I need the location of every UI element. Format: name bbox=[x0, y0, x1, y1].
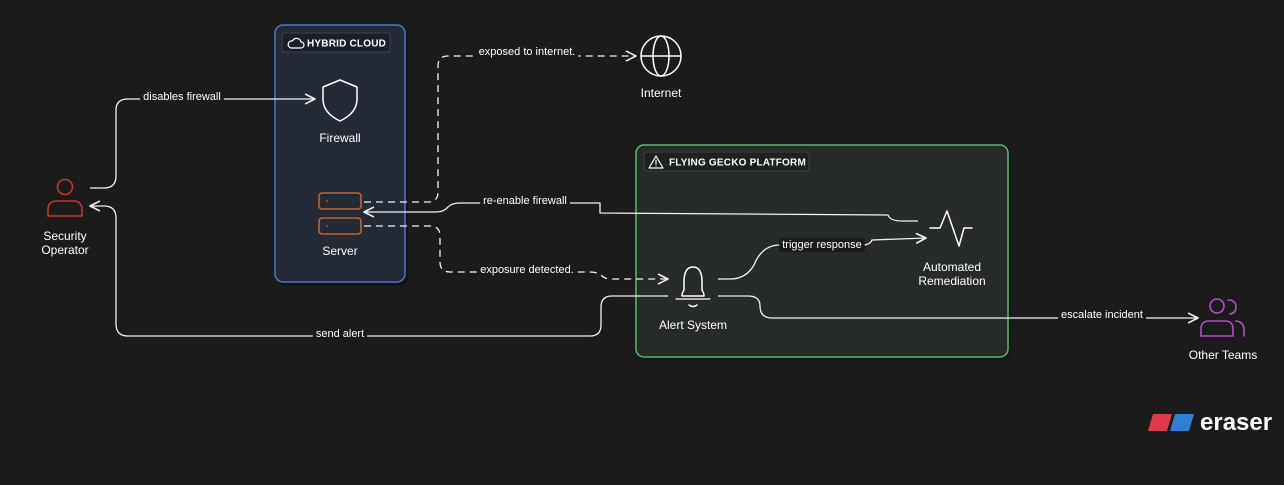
edge-label-background bbox=[477, 263, 577, 277]
node-label-firewall: Firewall bbox=[319, 131, 360, 145]
node-server[interactable]: Server bbox=[318, 192, 362, 258]
node-label-server: Server bbox=[322, 244, 357, 258]
edge-escalate-incident[interactable]: escalate incident bbox=[718, 295, 1199, 324]
node-label-automated-remediation-line1: Automated bbox=[923, 260, 981, 274]
node-label-other-teams: Other Teams bbox=[1189, 348, 1257, 362]
edge-label-send-alert: send alert bbox=[316, 328, 364, 340]
node-internet[interactable]: Internet bbox=[640, 35, 682, 100]
edge-re-enable-firewall[interactable]: re-enable firewall bbox=[363, 194, 918, 222]
node-label-alert-system: Alert System bbox=[659, 318, 727, 332]
edge-trigger-response[interactable]: trigger response bbox=[718, 232, 927, 280]
group-label-flying-gecko: FLYING GECKO PLATFORM bbox=[669, 158, 806, 169]
edge-label-escalate-incident: escalate incident bbox=[1061, 309, 1143, 321]
edge-label-background bbox=[475, 45, 579, 59]
shield-icon bbox=[322, 79, 358, 122]
cloud-icon bbox=[287, 37, 305, 49]
edge-label-trigger-response: trigger response bbox=[782, 239, 862, 251]
edge-label-background bbox=[480, 194, 570, 208]
node-label-automated-remediation-line2: Remediation bbox=[918, 274, 985, 288]
edge-label-background bbox=[140, 90, 224, 104]
edge-send-alert[interactable]: send alert bbox=[89, 200, 668, 341]
activity-pulse-icon bbox=[929, 210, 973, 247]
node-alert-system[interactable]: Alert System bbox=[659, 266, 727, 332]
globe-icon bbox=[640, 35, 682, 77]
edge-label-exposure-detected: exposure detected. bbox=[480, 264, 574, 276]
user-icon bbox=[47, 178, 83, 217]
eraser-logo: eraser bbox=[1148, 409, 1272, 436]
node-security-operator[interactable]: Security Operator bbox=[41, 178, 89, 258]
edge-label-background bbox=[1058, 308, 1146, 322]
node-label-security-operator-line1: Security bbox=[43, 229, 86, 243]
server-icon bbox=[318, 192, 362, 235]
logo-mark-red bbox=[1148, 414, 1172, 431]
node-automated-remediation[interactable]: Automated Remediation bbox=[918, 210, 986, 288]
group-hybrid-cloud[interactable]: HYBRID CLOUD bbox=[274, 24, 408, 286]
node-label-internet: Internet bbox=[641, 86, 682, 100]
edge-exposure-detected[interactable]: exposure detected. bbox=[364, 225, 669, 285]
logo-wordmark: eraser bbox=[1200, 409, 1272, 436]
edge-exposed-to-internet[interactable]: exposed to internet. bbox=[364, 45, 637, 203]
edge-disables-firewall[interactable]: disables firewall bbox=[90, 90, 316, 189]
edge-label-background bbox=[312, 327, 368, 341]
warning-icon bbox=[648, 155, 664, 169]
node-label-security-operator-line2: Operator bbox=[41, 243, 88, 257]
group-label-hybrid-cloud: HYBRID CLOUD bbox=[307, 39, 386, 50]
bell-icon bbox=[675, 266, 711, 308]
edge-label-re-enable-firewall: re-enable firewall bbox=[483, 195, 567, 207]
logo-mark-blue bbox=[1170, 414, 1194, 431]
node-other-teams[interactable]: Other Teams bbox=[1189, 298, 1257, 362]
node-firewall[interactable]: Firewall bbox=[319, 79, 361, 145]
users-icon bbox=[1200, 298, 1245, 337]
edge-label-background bbox=[779, 238, 865, 252]
edge-label-disables-firewall: disables firewall bbox=[143, 91, 221, 103]
edge-label-exposed-to-internet: exposed to internet. bbox=[479, 46, 576, 58]
group-flying-gecko-platform[interactable]: FLYING GECKO PLATFORM bbox=[635, 144, 1011, 360]
